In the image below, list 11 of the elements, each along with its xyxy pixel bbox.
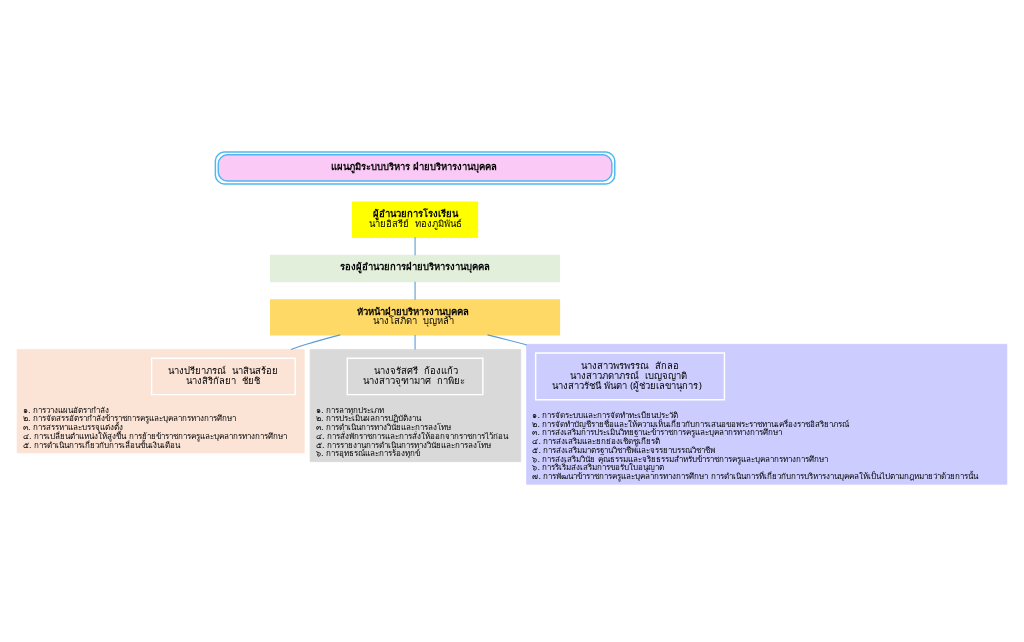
connector: [487, 334, 528, 346]
node-box: หัวหน้าฝ่ายบริหารงานบุคคล นางโสภิดา บุญหล้า: [270, 299, 561, 336]
node-box: นางปรียาภรณ์ นาสินสร้อย นางสิริกัลยา ชัยชิ: [150, 357, 296, 396]
connector: [414, 236, 416, 256]
node-box: ผู้อำนวยการโรงเรียน นายอิสรีย์ ทองภูมิพันธ์: [352, 201, 479, 238]
node-box: นางจรัสศรี ก้องแก้ว นางสาวจุฑามาศ กาพิยะ: [346, 357, 484, 396]
node-box: รองผู้อำนวยการฝ่ายบริหารงานบุคคล: [270, 254, 561, 283]
connector: [290, 334, 341, 350]
node-box: นางสาวพรพรรณ สักลอ นางสาวภดาภรณ์ เบญจญาติ นางสาวรัชนี พันตา (ผู้ช่วยเลขานุการ): [534, 352, 726, 401]
connector: [414, 281, 416, 301]
connector: [414, 334, 416, 350]
